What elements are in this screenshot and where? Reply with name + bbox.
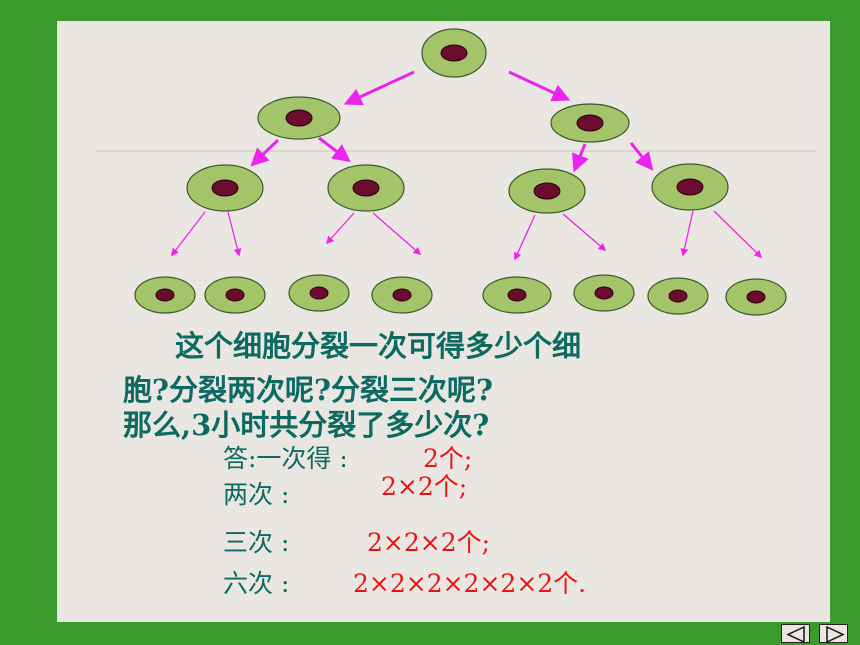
answer-value-4: 2×2×2×2×2×2个. bbox=[353, 569, 587, 598]
division-arrow bbox=[171, 211, 206, 257]
question-line-1: 这个细胞分裂一次可得多少个细 bbox=[175, 329, 582, 363]
cell-nucleus bbox=[576, 114, 604, 132]
division-arrow bbox=[629, 142, 654, 171]
cell bbox=[186, 164, 264, 212]
cell-nucleus bbox=[225, 288, 245, 302]
prev-button[interactable] bbox=[781, 624, 810, 644]
cell-nucleus bbox=[676, 178, 704, 196]
next-button[interactable] bbox=[819, 624, 848, 644]
cell-nucleus bbox=[155, 288, 175, 302]
division-arrow bbox=[325, 212, 355, 245]
cell-nucleus bbox=[533, 182, 561, 200]
cell bbox=[573, 274, 635, 312]
question-line-3: 那么,3小时共分裂了多少次? bbox=[123, 408, 490, 442]
cell-nucleus bbox=[507, 288, 527, 302]
question-line-2: 胞?分裂两次呢?分裂三次呢? bbox=[123, 373, 493, 407]
cell bbox=[288, 274, 350, 312]
answer-value-2: 2×2个; bbox=[381, 472, 468, 501]
cell bbox=[550, 103, 630, 143]
cell bbox=[257, 96, 341, 140]
division-arrow bbox=[372, 212, 422, 256]
cell-nucleus bbox=[392, 288, 412, 302]
triangle-left-icon bbox=[786, 625, 805, 644]
cell bbox=[421, 28, 487, 78]
answer-label-1: 答:一次得 : bbox=[223, 444, 348, 473]
answer-value-1: 2个; bbox=[423, 444, 473, 473]
cell bbox=[482, 276, 552, 314]
cell-nucleus bbox=[668, 289, 688, 303]
cell-division-diagram bbox=[95, 28, 817, 316]
division-arrow bbox=[508, 70, 571, 102]
division-arrow bbox=[514, 214, 536, 261]
answer-label-2: 两次 : bbox=[223, 480, 290, 509]
cell bbox=[327, 164, 405, 212]
cell-nucleus bbox=[352, 179, 380, 197]
slide: 这个细胞分裂一次可得多少个细 胞?分裂两次呢?分裂三次呢? 那么,3小时共分裂了… bbox=[57, 21, 830, 622]
cell bbox=[651, 163, 729, 211]
answer-label-4: 六次 : bbox=[223, 569, 290, 598]
cell bbox=[204, 276, 266, 314]
cell bbox=[371, 276, 433, 314]
cell-nucleus bbox=[285, 109, 313, 127]
triangle-right-icon bbox=[826, 625, 845, 644]
cell bbox=[647, 277, 709, 315]
answer-value-3: 2×2×2个; bbox=[367, 528, 491, 557]
division-arrow bbox=[343, 70, 415, 106]
answer-label-3: 三次 : bbox=[223, 528, 290, 557]
division-arrow bbox=[571, 143, 589, 173]
cell-nucleus bbox=[746, 290, 766, 304]
division-arrow bbox=[680, 210, 694, 257]
cell-nucleus bbox=[309, 286, 329, 300]
cell bbox=[725, 278, 787, 316]
division-arrow bbox=[713, 210, 763, 259]
cell bbox=[508, 168, 586, 214]
division-arrow bbox=[250, 138, 280, 167]
division-arrow bbox=[318, 136, 351, 163]
division-arrow bbox=[227, 211, 242, 257]
division-arrow bbox=[562, 213, 607, 252]
cell bbox=[134, 276, 196, 314]
cell-nucleus bbox=[211, 179, 239, 197]
cell-nucleus bbox=[440, 44, 468, 62]
cell-nucleus bbox=[594, 286, 614, 300]
